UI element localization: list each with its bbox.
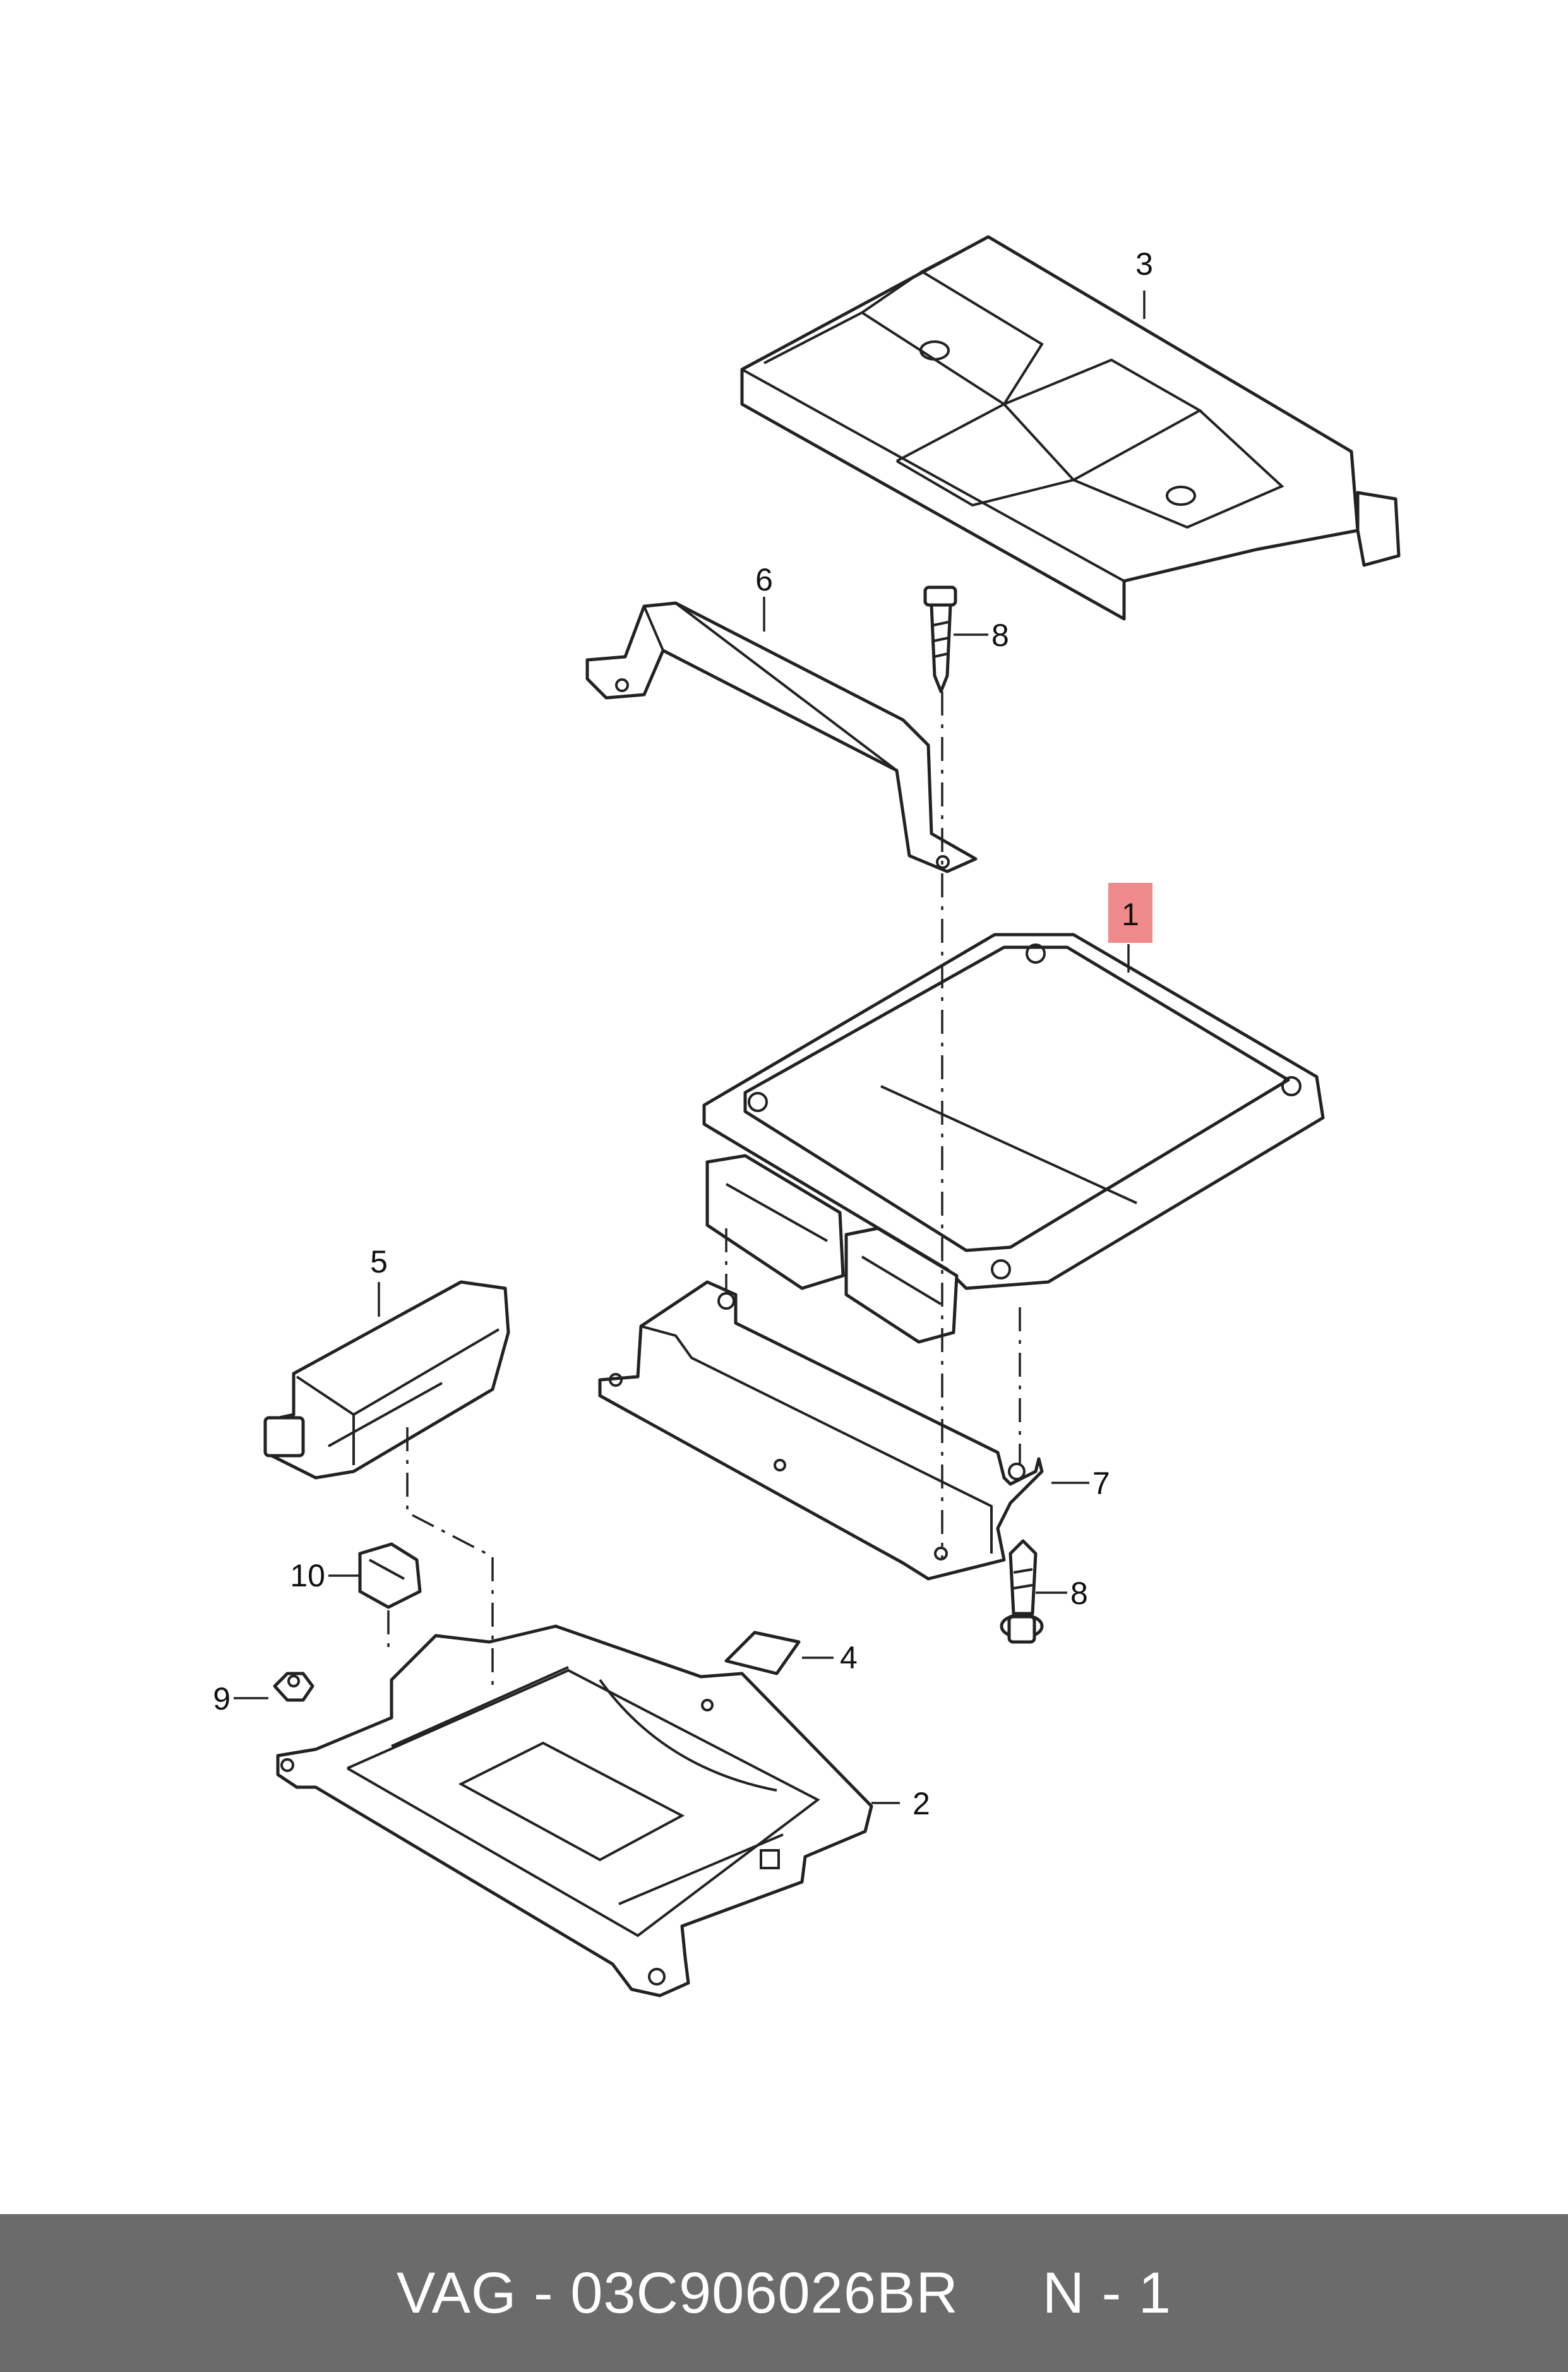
part-6-bracket — [585, 601, 978, 873]
callout-6: 6 — [755, 562, 773, 597]
part-3-cover — [740, 235, 1401, 621]
part-10-relay — [358, 1542, 422, 1609]
callout-1-highlight — [1108, 883, 1152, 943]
part-5-relay-carrier — [263, 1280, 510, 1480]
quantity-text: N - 1 — [1042, 2260, 1171, 2325]
part-4-pad — [724, 1631, 801, 1675]
callout-3: 3 — [1135, 246, 1153, 282]
callout-10: 10 — [290, 1558, 325, 1593]
callout-8-bottom: 8 — [1070, 1576, 1088, 1611]
part-number-text: VAG - 03C906026BR — [397, 2260, 959, 2325]
footer-bar: VAG - 03C906026BR N - 1 — [0, 2214, 1568, 2372]
callout-1: 1 — [1122, 897, 1139, 932]
assembly-lines — [387, 692, 1021, 1692]
part-7-plate — [598, 1280, 1044, 1581]
callout-8-top: 8 — [991, 618, 1009, 653]
exploded-parts-diagram: 1 2 3 4 5 6 7 8 8 9 10 — [213, 235, 1401, 1998]
part-1-ecu — [702, 933, 1325, 1344]
callout-4: 4 — [840, 1640, 858, 1675]
leader-lines — [234, 291, 1146, 1804]
callout-9: 9 — [213, 1681, 230, 1716]
part-2-carrier-plate — [276, 1624, 873, 1998]
callout-5: 5 — [370, 1244, 388, 1279]
part-8-screw-bottom — [1000, 1539, 1044, 1644]
callouts: 1 2 3 4 5 6 7 8 8 9 10 — [213, 246, 1153, 1821]
callout-2: 2 — [913, 1786, 930, 1821]
part-8-screw-top — [923, 585, 957, 693]
callout-7: 7 — [1092, 1466, 1110, 1501]
part-9-nut — [273, 1672, 314, 1702]
footer-spacer — [959, 2260, 1043, 2327]
